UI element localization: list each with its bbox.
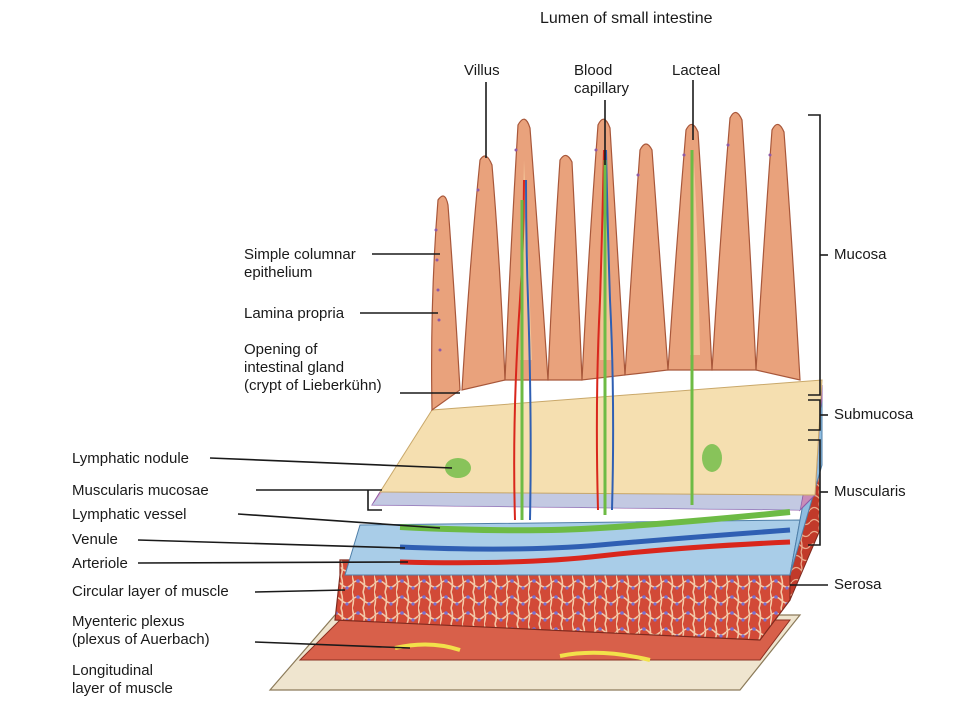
- villus-2: [461, 155, 506, 391]
- capillary-blue-1: [525, 179, 532, 521]
- layer-brackets: [808, 114, 828, 546]
- muscularis-label: Muscularis: [834, 483, 906, 500]
- arteriole-label: Arteriole: [72, 555, 128, 572]
- leader-lines: [137, 80, 828, 649]
- lymphatic-nodule-label: Lymphatic nodule: [72, 450, 190, 467]
- venule-line: [399, 527, 791, 552]
- top-label: Lumen of small intestine: [540, 10, 713, 27]
- submucosa-label: Submucosa: [834, 406, 914, 423]
- circular-muscle-label: Circular layer of muscle: [72, 583, 229, 600]
- lymphatic-nodule-2: [702, 444, 722, 472]
- intestinal-gland-label: Opening of intestinal gland (crypt of Li…: [244, 341, 382, 394]
- simple-columnar-label: Simple columnar epithelium: [244, 246, 356, 281]
- lacteal-label: Lacteal: [672, 62, 721, 79]
- arteriole-line: [399, 539, 791, 566]
- capillary-blue-2: [605, 149, 615, 511]
- lymphatic-vessel-line: [399, 509, 791, 534]
- villus-6: [624, 143, 669, 376]
- villus-7: [667, 123, 713, 371]
- villi-group: [431, 111, 801, 412]
- muscularis-mucosae-label: Muscularis mucosae: [72, 482, 209, 499]
- serosa-label: Serosa: [834, 576, 882, 593]
- myenteric-plexus-label: Myenteric plexus (plexus of Auerbach): [72, 613, 210, 648]
- epithelium-dots: [434, 143, 772, 352]
- lamina-propria-label: Lamina propria: [244, 305, 345, 322]
- venule-label: Venule: [72, 531, 118, 548]
- villus-label: Villus: [464, 62, 500, 79]
- myenteric-plexus-nerve: [394, 642, 651, 662]
- villus-vessels: [513, 149, 694, 521]
- lymphatic-vessel-label: Lymphatic vessel: [72, 506, 187, 523]
- villus-9: [755, 123, 801, 381]
- villus-8: [711, 111, 757, 371]
- longitudinal-muscle-label: Longitudinal layer of muscle: [72, 662, 173, 697]
- capillary-red-2: [595, 149, 605, 511]
- mucosa-label: Mucosa: [834, 246, 887, 263]
- lymphatic-nodule-1: [445, 458, 471, 478]
- villus-4: [547, 154, 583, 381]
- blood-capillary-label: Blood capillary: [574, 62, 630, 97]
- villus-1: [431, 195, 461, 412]
